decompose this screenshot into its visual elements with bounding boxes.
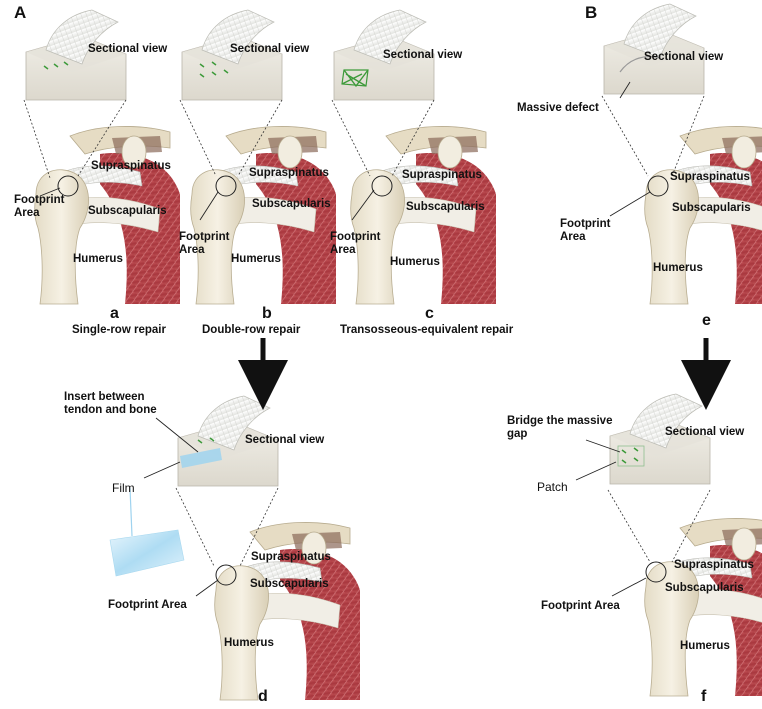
panel-f-footprint-label: Footprint Area <box>541 600 620 613</box>
section-label-A: A <box>14 6 26 19</box>
panel-a-humerus-label: Humerus <box>73 253 123 266</box>
panel-e-letter: e <box>702 314 711 327</box>
panel-d-sectional-label: Sectional view <box>245 434 324 447</box>
panel-d-letter: d <box>258 690 268 703</box>
panel-c-supraspinatus-label: Supraspinatus <box>402 169 482 182</box>
panel-b-subscapularis-label: Subscapularis <box>252 198 331 211</box>
panel-b-footprint-label: Footprint Area <box>179 231 229 257</box>
panel-f-sectional-label: Sectional view <box>665 426 744 439</box>
panel-e-defect-label: Massive defect <box>517 102 599 115</box>
panel-b-letter: b <box>262 307 272 320</box>
panel-d-humerus-label: Humerus <box>224 637 274 650</box>
panel-c-sectional-label: Sectional view <box>383 49 462 62</box>
panel-e-sectional-label: Sectional view <box>644 51 723 64</box>
panel-d-footprint-label: Footprint Area <box>108 599 187 612</box>
panel-f-supraspinatus-label: Supraspinatus <box>674 559 754 572</box>
panel-e-art <box>602 4 762 304</box>
panel-a-caption: Single-row repair <box>72 324 166 337</box>
panel-a-letter: a <box>110 307 119 320</box>
panel-e-humerus-label: Humerus <box>653 262 703 275</box>
panel-e-footprint-label: Footprint Area <box>560 218 610 244</box>
panel-d-supraspinatus-label: Supraspinatus <box>251 551 331 564</box>
panel-f-patch-label: Patch <box>537 481 568 494</box>
panel-f-bridge-label: Bridge the massive gap <box>507 415 612 441</box>
panel-d-film-label: Film <box>112 482 135 495</box>
section-label-B: B <box>585 6 597 19</box>
panel-f-subscapularis-label: Subscapularis <box>665 582 744 595</box>
panel-a-sectional-label: Sectional view <box>88 43 167 56</box>
panel-c-humerus-label: Humerus <box>390 256 440 269</box>
panel-c-caption: Transosseous-equivalent repair <box>340 324 513 337</box>
panel-b-supraspinatus-label: Supraspinatus <box>249 167 329 180</box>
panel-b-humerus-label: Humerus <box>231 253 281 266</box>
panel-d-subscapularis-label: Subscapularis <box>250 578 329 591</box>
panel-b-sectional-label: Sectional view <box>230 43 309 56</box>
panel-c-letter: c <box>425 307 434 320</box>
panel-a-supraspinatus-label: Supraspinatus <box>91 160 171 173</box>
panel-f-letter: f <box>701 690 706 703</box>
panel-c-footprint-label: Footprint Area <box>330 231 380 257</box>
panel-d-insert-label: Insert between tendon and bone <box>64 391 157 417</box>
panel-f-humerus-label: Humerus <box>680 640 730 653</box>
panel-c-subscapularis-label: Subscapularis <box>406 201 485 214</box>
panel-a-footprint-label: Footprint Area <box>14 194 64 220</box>
panel-a-subscapularis-label: Subscapularis <box>88 205 167 218</box>
panel-b-caption: Double-row repair <box>202 324 300 337</box>
panel-e-subscapularis-label: Subscapularis <box>672 202 751 215</box>
panel-e-supraspinatus-label: Supraspinatus <box>670 171 750 184</box>
